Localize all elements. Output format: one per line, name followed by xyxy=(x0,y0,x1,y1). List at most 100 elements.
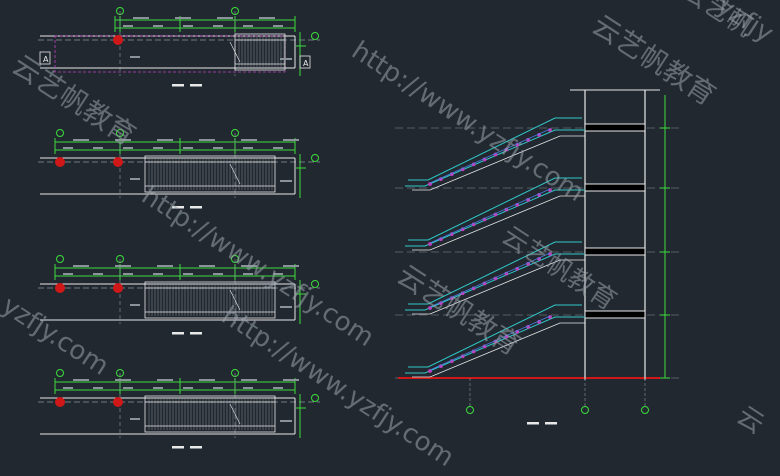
column xyxy=(55,397,65,407)
column xyxy=(113,283,123,293)
dimension-text xyxy=(241,379,257,381)
dimension-text xyxy=(123,273,133,275)
dimension-text xyxy=(123,147,133,149)
caption-bar xyxy=(172,206,184,209)
step-chain-node xyxy=(428,242,432,246)
column xyxy=(113,397,123,407)
section-label-right: A xyxy=(303,59,309,68)
watermark-brand-1: 云艺帆教育 xyxy=(6,48,141,152)
column xyxy=(113,157,123,167)
caption-bar xyxy=(172,446,184,449)
watermark-url-2: http://www.yzfjy.com xyxy=(346,36,589,208)
dimension-text xyxy=(183,147,193,149)
dimension-text xyxy=(175,17,191,19)
dimension-text xyxy=(63,147,73,149)
escalator-plan-2 xyxy=(38,129,320,209)
dimension-text xyxy=(115,265,131,267)
section-label-left: A xyxy=(43,55,49,64)
dimension-text xyxy=(115,379,131,381)
dimension-text xyxy=(199,139,215,141)
dimension-text xyxy=(241,265,257,267)
watermark-url-3: yzfjy.com xyxy=(0,291,114,382)
note-text xyxy=(130,56,140,58)
dimension-text xyxy=(243,387,253,389)
caption-bar xyxy=(172,84,184,87)
dimension-text xyxy=(283,265,299,267)
dimension-text xyxy=(133,17,149,19)
escalator-outline xyxy=(144,281,276,319)
section-cut-line xyxy=(54,35,286,73)
axis-bubble xyxy=(311,154,319,162)
floor-slab xyxy=(584,123,646,132)
escalator-truss xyxy=(405,253,585,311)
dimension-text xyxy=(157,265,173,267)
escalator-handrail xyxy=(408,117,582,181)
escalator-truss xyxy=(405,316,585,374)
axis-bubble xyxy=(56,129,64,137)
caption-bar xyxy=(190,446,202,449)
section-marker xyxy=(299,55,311,69)
note-text xyxy=(130,418,140,420)
caption-bar xyxy=(190,206,202,209)
dimension-text xyxy=(243,273,253,275)
dimension-text xyxy=(283,139,299,141)
note-text xyxy=(130,304,140,306)
dimension-text xyxy=(73,379,89,381)
dimension-text xyxy=(183,387,193,389)
escalator-run-2 xyxy=(405,177,585,251)
break-line xyxy=(229,289,241,311)
note-text xyxy=(130,178,140,180)
column xyxy=(55,157,65,167)
escalator-handrail xyxy=(408,241,582,305)
watermark-brand-2: 云艺帆教育 xyxy=(586,8,721,112)
dimension-text xyxy=(153,25,163,27)
dimension-text xyxy=(273,25,283,27)
axis-bubble xyxy=(311,394,319,402)
step-line xyxy=(429,188,551,244)
dimension-text xyxy=(93,273,103,275)
caption-bar xyxy=(545,422,557,425)
dimension-text xyxy=(283,379,299,381)
note-text xyxy=(280,306,292,308)
escalator-plan-3 xyxy=(38,255,320,335)
axis-bubble xyxy=(56,255,64,263)
escalator-run-3 xyxy=(405,241,585,315)
escalator-plan-4 xyxy=(38,369,320,449)
axis-bubble xyxy=(641,406,649,414)
dimension-text xyxy=(63,387,73,389)
escalator-outline xyxy=(144,395,276,433)
escalator-run-4 xyxy=(405,304,585,378)
dimension-text xyxy=(93,387,103,389)
floor-slab xyxy=(584,310,646,319)
note-text xyxy=(280,58,292,60)
axis-bubble xyxy=(311,280,319,288)
step-line xyxy=(429,252,551,308)
dimension-text xyxy=(213,387,223,389)
dimension-text xyxy=(73,139,89,141)
dimension-text xyxy=(73,265,89,267)
dimension-text xyxy=(123,387,133,389)
caption-bar xyxy=(527,422,539,425)
escalator-soffit xyxy=(412,322,585,378)
note-text xyxy=(280,180,292,182)
axis-bubble xyxy=(311,32,319,40)
dimension-text xyxy=(63,273,73,275)
dimension-text xyxy=(183,25,193,27)
column xyxy=(55,283,65,293)
watermark-brand-6: 云 xyxy=(731,401,769,440)
dimension-text xyxy=(243,25,253,27)
dimension-text xyxy=(213,25,223,27)
dimension-text xyxy=(241,139,257,141)
escalator-handrail xyxy=(408,304,582,368)
caption-bar xyxy=(190,332,202,335)
axis-bubble xyxy=(466,406,474,414)
dimension-text xyxy=(153,387,163,389)
step-line xyxy=(429,128,551,184)
escalator-run-1 xyxy=(405,117,585,191)
dimension-text xyxy=(183,273,193,275)
column xyxy=(113,35,123,45)
break-line xyxy=(229,163,241,185)
